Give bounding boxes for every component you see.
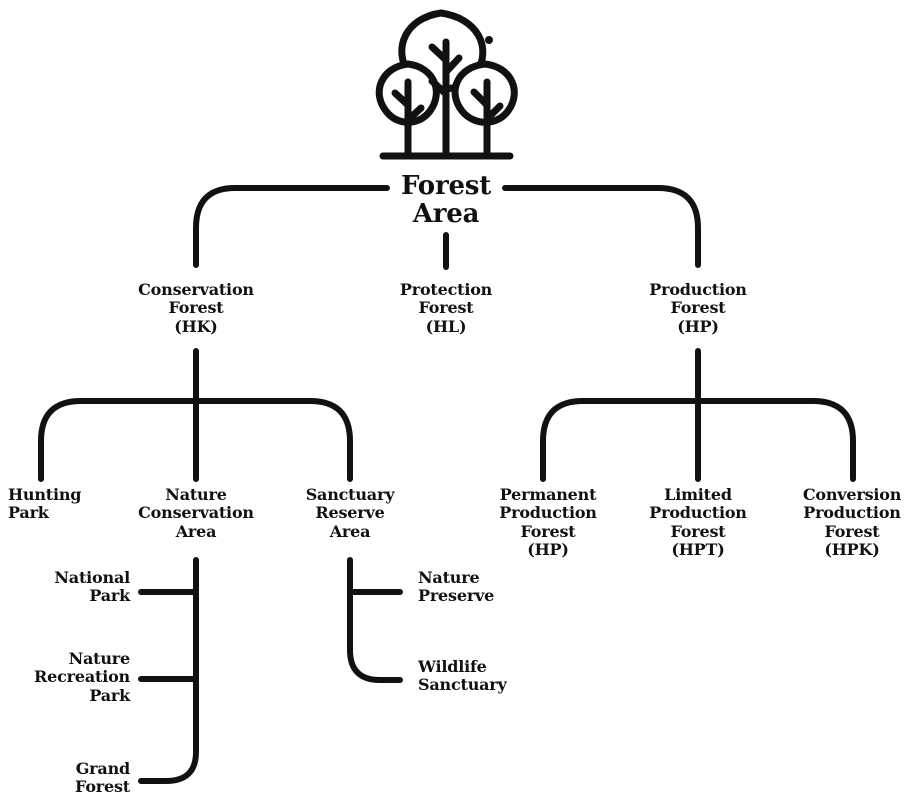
- forest-icon-dot: [485, 36, 493, 44]
- wildlife-sanctuary-node: Wildlife Sanctuary: [418, 657, 507, 695]
- production-forest-line-1: Production: [649, 280, 747, 299]
- grand-forest-line-1: Grand: [75, 759, 130, 778]
- conservation-forest-line-3: (HK): [174, 316, 218, 336]
- permanent-production-forest-line-2: Production: [499, 503, 597, 523]
- nature-recreation-park-line-1: Nature: [68, 649, 131, 668]
- nature-conservation-children-connector: [138, 557, 199, 784]
- conversion-production-forest-node: Conversion Production Forest (HPK): [802, 485, 902, 560]
- conservation-branch-connector: [38, 348, 353, 482]
- production-forest-line-2: Forest: [670, 298, 726, 318]
- conversion-production-forest-line-3: Forest: [824, 521, 880, 541]
- root-to-conservation-connector: [193, 185, 390, 268]
- hunting-park-line-1: Hunting: [8, 485, 82, 504]
- nature-conservation-area-node: Nature Conservation Area: [138, 485, 254, 541]
- hunting-park-node: Hunting Park: [8, 485, 82, 523]
- grand-forest-line-2: Forest: [75, 777, 130, 797]
- forest-area-root-line-1: Forest: [400, 171, 492, 201]
- nature-preserve-node: Nature Preserve: [418, 568, 495, 606]
- sanctuary-reserve-area-node: Sanctuary Reserve Area: [305, 485, 395, 541]
- protection-forest-line-3: (HL): [425, 316, 467, 336]
- production-branch-connector: [540, 348, 856, 482]
- hunting-park-line-2: Park: [8, 503, 49, 523]
- production-forest-node: Production Forest (HP): [649, 280, 747, 336]
- center-tree-trunk: [428, 38, 463, 160]
- forest-area-root: Forest Area: [401, 172, 491, 228]
- permanent-production-forest-line-4: (HP): [527, 540, 569, 560]
- sanctuary-reserve-area-line-1: Sanctuary: [305, 485, 395, 504]
- sanctuary-reserve-area-line-3: Area: [329, 521, 371, 541]
- right-tree-trunk: [470, 78, 504, 160]
- sanctuary-reserve-children-connector: [347, 557, 403, 683]
- grand-forest-node: Grand Forest: [75, 759, 130, 797]
- limited-production-forest-line-1: Limited: [664, 485, 732, 504]
- permanent-production-forest-line-1: Permanent: [499, 485, 597, 504]
- conversion-production-forest-line-4: (HPK): [824, 540, 880, 560]
- production-forest-line-3: (HP): [677, 316, 719, 336]
- wildlife-sanctuary-line-1: Wildlife: [418, 657, 487, 676]
- nature-recreation-park-node: Nature Recreation Park: [34, 649, 131, 705]
- conversion-production-forest-line-2: Production: [803, 503, 901, 523]
- permanent-production-forest-line-3: Forest: [520, 521, 576, 541]
- conservation-forest-line-1: Conservation: [138, 280, 254, 299]
- conservation-forest-line-2: Forest: [168, 298, 224, 318]
- nature-recreation-park-line-3: Park: [89, 685, 130, 705]
- root-to-production-connector: [502, 185, 701, 268]
- forest-area-root-line-2: Area: [412, 199, 480, 230]
- conversion-production-forest-line-1: Conversion: [802, 485, 902, 504]
- nature-preserve-line-1: Nature: [418, 568, 480, 587]
- nature-preserve-line-2: Preserve: [418, 586, 495, 606]
- national-park-line-2: Park: [89, 586, 130, 606]
- national-park-node: National Park: [54, 568, 130, 606]
- conservation-forest-node: Conservation Forest (HK): [138, 280, 254, 336]
- protection-forest-line-2: Forest: [418, 298, 474, 318]
- sanctuary-reserve-area-line-2: Reserve: [315, 503, 385, 523]
- national-park-line-1: National: [54, 568, 130, 587]
- nature-recreation-park-line-2: Recreation: [34, 667, 130, 687]
- limited-production-forest-line-3: Forest: [670, 521, 726, 541]
- permanent-production-forest-node: Permanent Production Forest (HP): [499, 485, 597, 560]
- protection-forest-node: Protection Forest (HL): [399, 280, 493, 336]
- left-tree-trunk: [391, 78, 425, 160]
- limited-production-forest-line-4: (HPT): [671, 540, 725, 560]
- nature-conservation-area-line-3: Area: [175, 521, 217, 541]
- nature-conservation-area-line-1: Nature: [165, 485, 227, 504]
- limited-production-forest-node: Limited Production Forest (HPT): [649, 485, 747, 560]
- nature-conservation-area-line-2: Conservation: [138, 503, 254, 523]
- protection-forest-line-1: Protection: [399, 280, 493, 299]
- forest-trees-icon: [375, 9, 518, 160]
- wildlife-sanctuary-line-2: Sanctuary: [418, 675, 507, 695]
- limited-production-forest-line-2: Production: [649, 503, 747, 523]
